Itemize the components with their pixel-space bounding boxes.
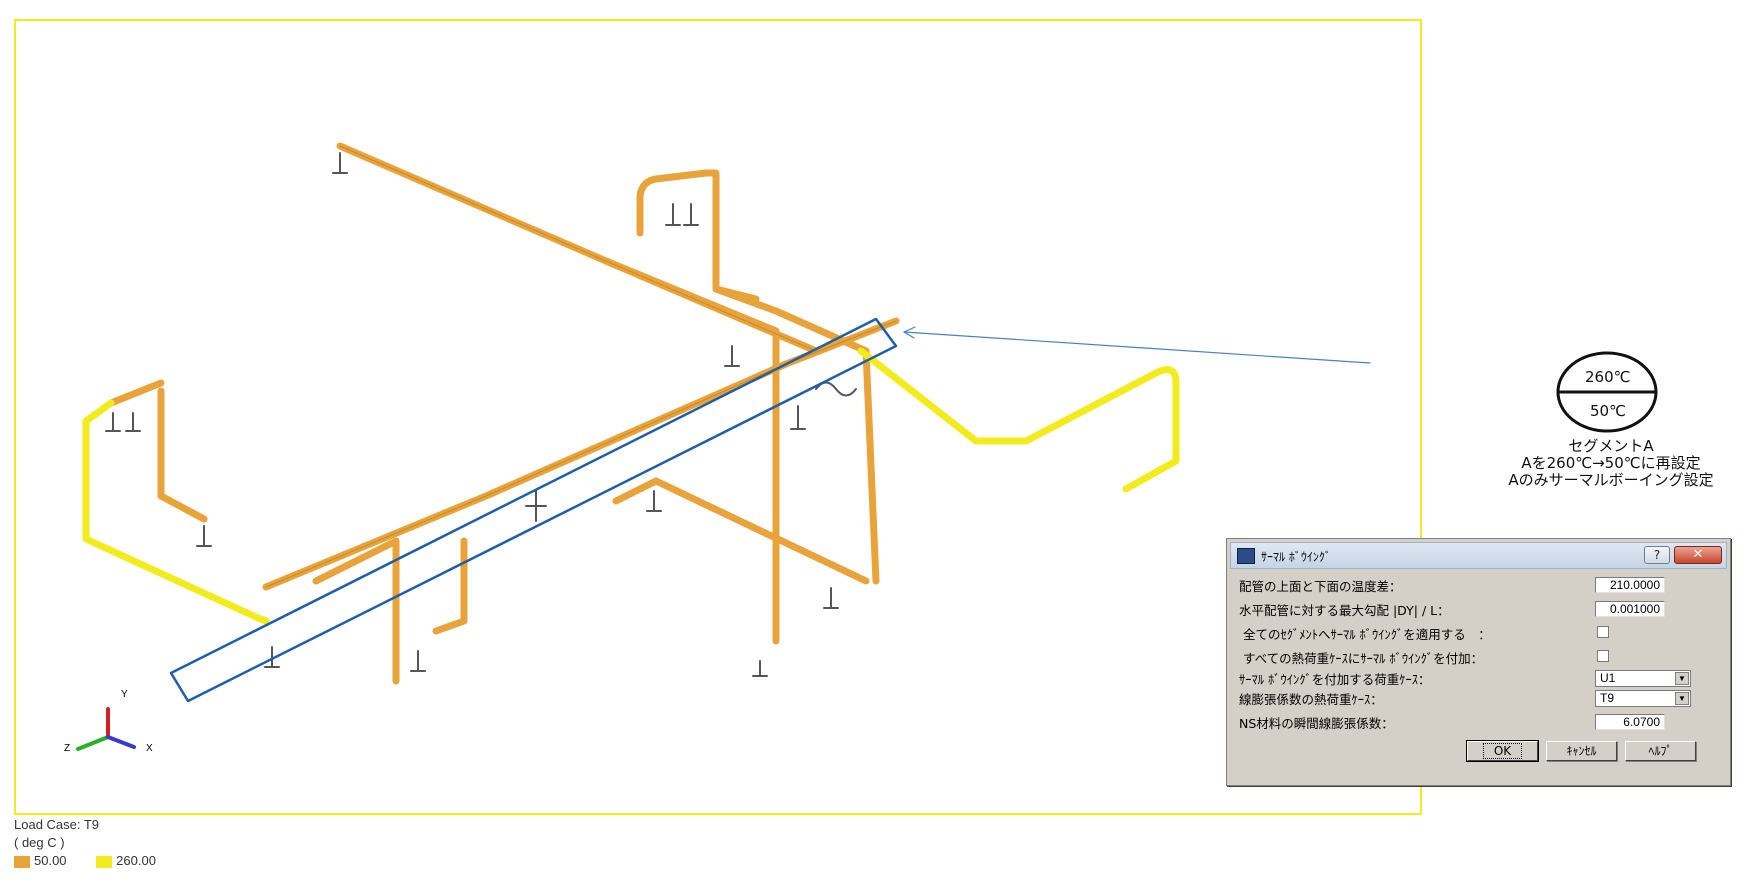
- segment-a-highlight: [169, 317, 898, 703]
- apply-all-segments-label: 全てのｾｸﾞﾒﾝﾄへｻｰﾏﾙ ﾎﾞｳｲﾝｸﾞを適用する ：: [1243, 627, 1491, 642]
- add-all-thermal-cases-checkbox[interactable]: [1597, 650, 1609, 662]
- legend-swatch-hot: [96, 855, 113, 868]
- ok-button-label: OK: [1482, 743, 1523, 759]
- load-case-select[interactable]: U1 ▼: [1595, 670, 1691, 687]
- add-all-thermal-cases-label: すべての熱荷重ｹｰｽにｻｰﾏﾙ ﾎﾞｳｲﾝｸﾞを付加：: [1243, 651, 1484, 666]
- ns-coefficient-input[interactable]: 6.0700: [1595, 714, 1665, 730]
- callout-leader: [903, 331, 1371, 364]
- piping-model: [76, 142, 1371, 751]
- unit-label: ( deg C ): [14, 835, 65, 850]
- chevron-down-icon[interactable]: ▼: [1675, 692, 1689, 705]
- dialog-titlebar[interactable]: ｻｰﾏﾙ ﾎﾞｳｲﾝｸﾞ ? ✕: [1230, 542, 1727, 569]
- pipe-supports: [105, 152, 857, 677]
- apply-all-segments-checkbox[interactable]: [1597, 626, 1609, 638]
- dialog-body: 配管の上面と下面の温度差： 210.0000 水平配管に対する最大勾配 |DY|…: [1233, 572, 1724, 779]
- help-button[interactable]: ﾍﾙﾌﾟ: [1625, 741, 1696, 761]
- callout-description: セグメントA Aを260℃→50℃に再設定 Aのみサーマルボーイング設定: [1480, 438, 1742, 489]
- temp-diff-input[interactable]: 210.0000: [1595, 577, 1665, 593]
- pipe-network-hot: [82, 347, 1180, 625]
- help-question-button[interactable]: ?: [1644, 546, 1670, 564]
- axis-y-label: Y: [121, 689, 128, 700]
- ok-button[interactable]: OK: [1466, 740, 1539, 762]
- legend-label-hot: 260.00: [116, 853, 156, 868]
- max-slope-input[interactable]: 0.001000: [1595, 601, 1665, 617]
- axis-z-label: Z: [64, 743, 71, 754]
- app-icon: [1237, 548, 1255, 564]
- thermal-bowing-dialog[interactable]: ｻｰﾏﾙ ﾎﾞｳｲﾝｸﾞ ? ✕ 配管の上面と下面の温度差： 210.0000 …: [1226, 538, 1731, 786]
- callout-line: Aのみサーマルボーイング設定: [1508, 471, 1714, 489]
- chevron-down-icon[interactable]: ▼: [1675, 672, 1689, 685]
- legend-swatch-cold: [14, 855, 30, 868]
- expansion-case-select[interactable]: T9 ▼: [1595, 690, 1691, 707]
- expansion-case-select-value: T9: [1600, 691, 1615, 705]
- ns-coefficient-label: NS材料の瞬間線膨張係数：: [1239, 716, 1394, 731]
- pipe-network-cold: [107, 142, 900, 685]
- callout-bottom-temp: 50℃: [1590, 402, 1626, 420]
- load-case-label: Load Case: T9: [14, 817, 100, 832]
- close-icon[interactable]: ✕: [1674, 546, 1722, 564]
- axis-triad: [76, 707, 136, 751]
- expansion-case-label: 線膨張係数の熱荷重ｹｰｽ：: [1239, 692, 1383, 707]
- callout-line: Aを260℃→50℃に再設定: [1521, 454, 1701, 472]
- legend-label-cold: 50.00: [34, 853, 67, 868]
- callout-top-temp: 260℃: [1585, 368, 1631, 386]
- max-slope-label: 水平配管に対する最大勾配 |DY| / L：: [1239, 603, 1450, 618]
- axis-x-label: X: [146, 743, 153, 754]
- cancel-button[interactable]: ｷｬﾝｾﾙ: [1546, 741, 1617, 761]
- 3d-viewport[interactable]: Y Z X: [14, 19, 1422, 815]
- temp-diff-label: 配管の上面と下面の温度差：: [1239, 579, 1402, 594]
- pipe-outline: [265, 145, 897, 588]
- color-legend: 50.00 260.00: [14, 853, 156, 868]
- callout-line: セグメントA: [1568, 437, 1654, 455]
- temperature-callout: [1556, 351, 1658, 433]
- load-case-select-value: U1: [1600, 671, 1616, 685]
- dialog-title: ｻｰﾏﾙ ﾎﾞｳｲﾝｸﾞ: [1261, 550, 1331, 564]
- load-case-select-label: ｻｰﾏﾙ ﾎﾞｳｲﾝｸﾞを付加する荷重ｹｰｽ：: [1239, 672, 1431, 687]
